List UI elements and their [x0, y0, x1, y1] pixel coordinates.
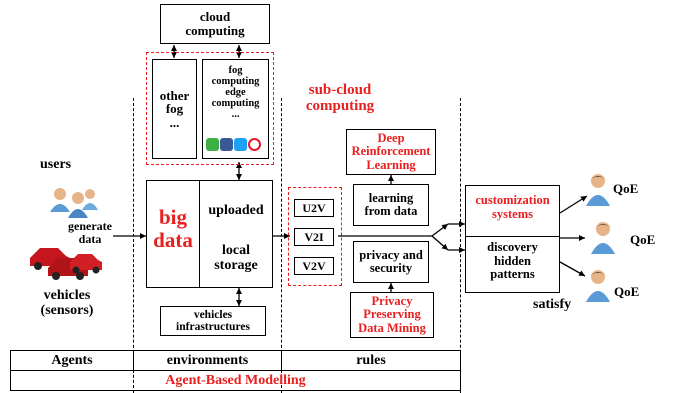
other-fog-2: fog	[165, 101, 184, 117]
qoe-label-1: QoE	[613, 181, 639, 196]
separator-rules-output	[460, 98, 461, 393]
local-storage-label: local storage	[200, 243, 272, 273]
qoe-label-2: QoE	[630, 232, 656, 247]
other-fog-box: other fog ...	[152, 59, 197, 159]
weibo-icon	[248, 138, 261, 151]
cloud-computing-box: cloud computing	[160, 4, 270, 44]
drl-line-2: Reinforcement	[351, 144, 431, 159]
arrow-qoe-bottom	[559, 261, 586, 277]
satisfy-label: satisfy	[533, 297, 572, 312]
social-icons	[206, 138, 261, 151]
vehicles-sensors-label: vehicles (sensors)	[28, 288, 106, 318]
fog-group	[146, 52, 274, 165]
subcloud-line-2: computing	[305, 98, 375, 115]
generate-line-1: generate	[68, 219, 112, 233]
separator-env-rules	[281, 98, 282, 393]
big-word: big	[158, 205, 187, 229]
vehicles-infra-box: vehicles infrastructures	[160, 306, 266, 336]
wechat-icon	[206, 138, 219, 151]
custom-line-1: customization	[475, 193, 550, 207]
twitter-icon	[234, 138, 247, 151]
person-icon-3	[586, 270, 610, 302]
abm-cell: Agent-Based Modelling	[10, 370, 461, 391]
disc-line-3: patterns	[490, 267, 535, 281]
drl-line-3: Learning	[366, 157, 416, 172]
edge-line-2: computing	[211, 76, 260, 88]
learning-box: learning from data	[353, 184, 429, 226]
learning-line-1: learning	[368, 190, 414, 205]
vehicles-infra-line-2: infrastructures	[176, 321, 250, 333]
ppdm-box: Privacy Preserving Data Mining	[350, 292, 434, 338]
cloud-label-1: cloud	[199, 9, 231, 25]
local-line-2: storage	[214, 258, 258, 274]
other-fog-1: other	[159, 87, 190, 103]
bigdata-label: big data	[147, 206, 199, 251]
v2v-box: V2V	[294, 257, 334, 275]
other-fog-3: ...	[169, 114, 180, 130]
edge-line-3: edge	[225, 87, 246, 99]
bigdata-divider	[199, 181, 200, 287]
vehicles-infra-line-1: vehicles	[193, 308, 233, 321]
edge-line-1: fog	[228, 65, 243, 76]
custom-line-2: systems	[492, 206, 533, 221]
separator-agents-env	[133, 98, 134, 393]
generate-data-label: generate data	[68, 220, 112, 246]
generate-line-2: data	[78, 231, 102, 246]
discovery-label: discovery hidden patterns	[466, 240, 559, 282]
environments-cell: environments	[133, 350, 282, 371]
vehicles-line-2: (sensors)	[40, 303, 94, 319]
users-icon	[50, 188, 98, 218]
arrow-to-custom	[431, 223, 449, 237]
cloud-label-2: computing	[185, 23, 245, 38]
disc-line-1: discovery	[487, 240, 538, 254]
output-block	[465, 185, 560, 293]
privacy-line-2: security	[369, 261, 413, 275]
data-word: data	[153, 227, 193, 252]
ppdm-line-2: Preserving	[363, 307, 421, 322]
local-line-1: local	[222, 243, 250, 258]
subcloud-line-1: sub-cloud	[308, 82, 372, 98]
drl-line-1: Deep	[377, 131, 405, 146]
arrow-qoe-top	[559, 195, 588, 214]
facebook-icon	[220, 138, 233, 151]
edge-line-5: ...	[231, 109, 240, 121]
disc-line-2: hidden	[494, 253, 531, 268]
ppdm-line-3: Data Mining	[358, 320, 426, 335]
v2i-box: V2I	[294, 228, 334, 246]
agents-cell: Agents	[10, 350, 134, 371]
bigdata-block	[146, 180, 273, 288]
person-icon-2	[591, 222, 615, 254]
qoe-label-3: QoE	[614, 284, 640, 299]
privacy-line-1: privacy and	[359, 247, 423, 262]
drl-box: Deep Reinforcement Learning	[346, 129, 436, 175]
customization-label: customization systems	[466, 193, 559, 221]
uploaded-label: uploaded	[208, 203, 264, 218]
subcloud-label: sub-cloud computing	[290, 82, 390, 114]
learning-line-2: from data	[364, 204, 418, 218]
person-icon-1	[586, 174, 610, 206]
edge-line-4: computing	[211, 98, 260, 110]
rules-cell: rules	[281, 350, 461, 371]
ppdm-line-1: Privacy	[371, 294, 413, 309]
vehicles-line-1: vehicles	[43, 288, 91, 303]
arrow-to-discovery	[431, 235, 449, 251]
u2v-box: U2V	[294, 199, 334, 217]
output-divider	[466, 236, 559, 237]
privacy-security-box: privacy and security	[353, 241, 429, 283]
users-label: users	[40, 157, 72, 172]
comm-group	[288, 187, 342, 286]
vehicles-icon	[30, 248, 102, 280]
